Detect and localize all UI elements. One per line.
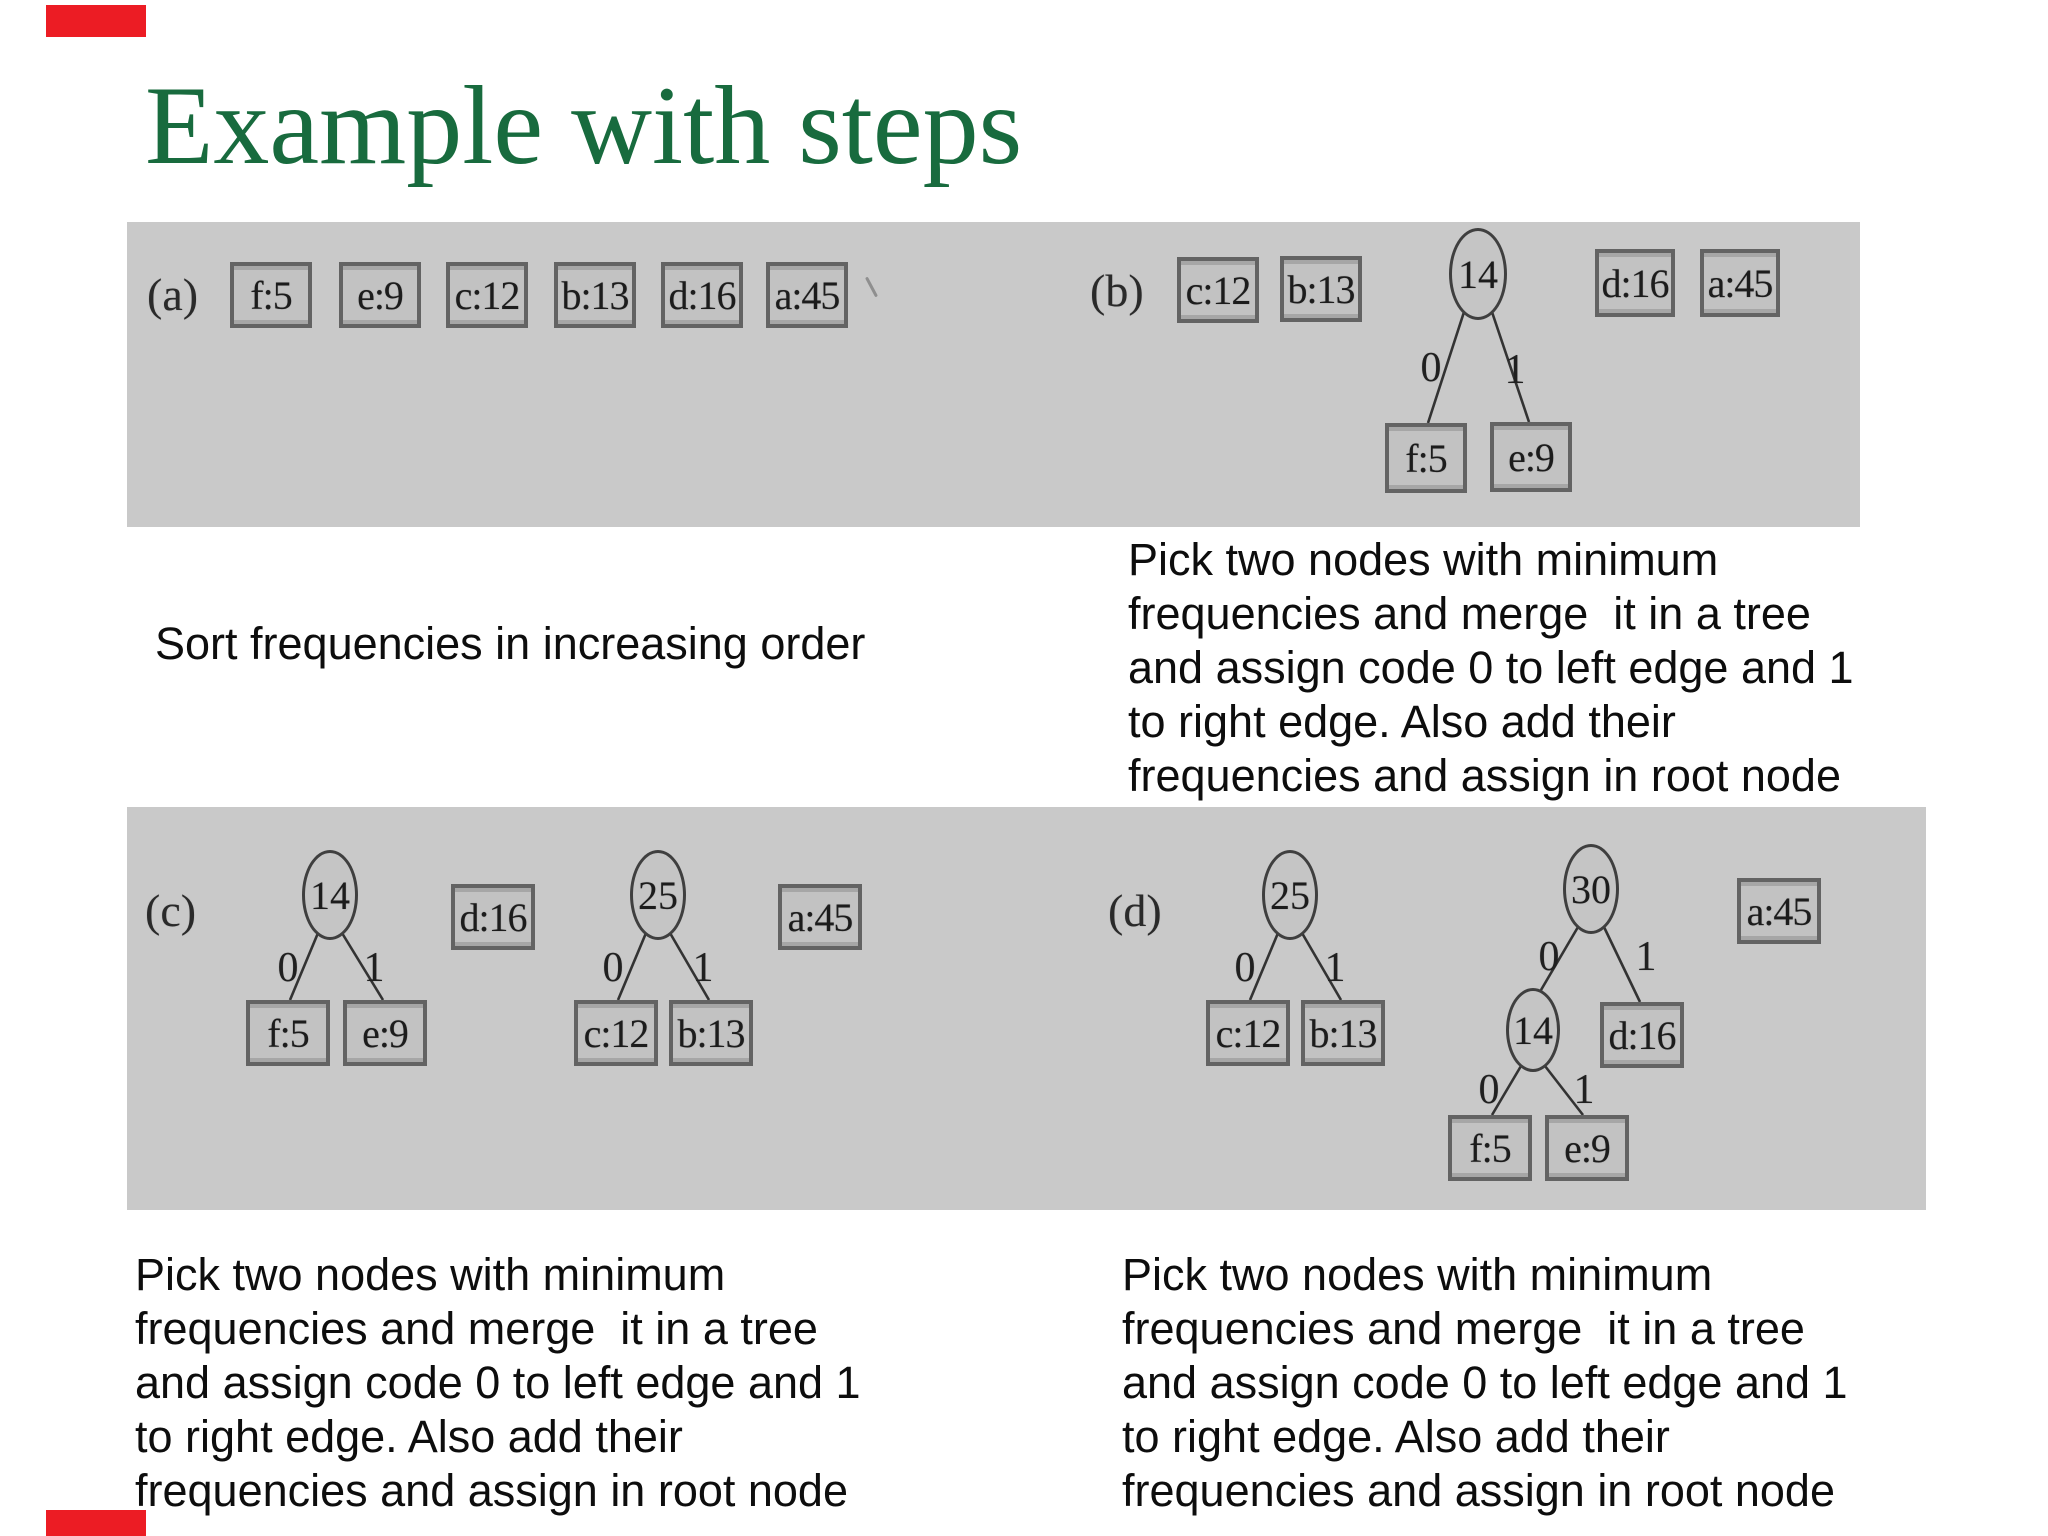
freq-node-b13: b:13 (554, 262, 636, 328)
freq-node-a45: a:45 (1700, 249, 1780, 317)
edge-code-1: 1 (1635, 934, 1657, 980)
freq-node-d16: d:16 (661, 262, 743, 328)
edge-code-1: 1 (1504, 347, 1526, 393)
tree-root-30: 30 (1563, 844, 1619, 934)
freq-node-e9: e:9 (343, 1000, 427, 1066)
edge-code-1: 1 (1573, 1067, 1595, 1113)
edge-code-0: 0 (1420, 345, 1442, 391)
freq-node-d16: d:16 (1595, 249, 1675, 317)
caption-pick-merge-bottom-left: Pick two nodes with minimum frequencies … (135, 1248, 945, 1518)
edge-code-0: 0 (1538, 934, 1560, 980)
section-label-d: (d) (1108, 885, 1162, 936)
caption-line: to right edge. Also add their (1128, 696, 1676, 747)
caption-line: frequencies and merge it in a tree (1128, 588, 1811, 639)
section-label-a: (a) (147, 269, 199, 320)
caption-line: to right edge. Also add their (1122, 1411, 1670, 1462)
caption-line: Pick two nodes with minimum (135, 1249, 726, 1300)
edge-code-1: 1 (363, 945, 385, 991)
freq-node-c12: c:12 (1206, 1000, 1290, 1066)
caption-line: frequencies and assign in root node (1128, 750, 1841, 801)
freq-node-f5: f:5 (1385, 423, 1467, 493)
caption-line: Pick two nodes with minimum (1128, 534, 1719, 585)
caption-line: to right edge. Also add their (135, 1411, 683, 1462)
tree-root-25: 25 (1262, 850, 1318, 940)
freq-node-c12: c:12 (574, 1000, 658, 1066)
freq-node-a45: a:45 (1737, 878, 1821, 944)
freq-node-f5: f:5 (1448, 1115, 1532, 1181)
tree-node-14: 14 (1506, 988, 1560, 1072)
freq-node-b13: b:13 (1301, 1000, 1385, 1066)
caption-line: and assign code 0 to left edge and 1 (135, 1357, 861, 1408)
edge-code-0: 0 (277, 945, 299, 991)
caption-line: Pick two nodes with minimum (1122, 1249, 1713, 1300)
caption-sort-frequencies: Sort frequencies in increasing order (155, 618, 866, 669)
caption-pick-merge-top: Pick two nodes with minimum frequencies … (1128, 533, 1938, 803)
freq-node-b13: b:13 (669, 1000, 753, 1066)
red-corner-bar-bottom (46, 1510, 146, 1536)
caption-pick-merge-bottom-right: Pick two nodes with minimum frequencies … (1122, 1248, 1932, 1518)
section-label-c: (c) (145, 885, 197, 936)
caption-line: and assign code 0 to left edge and 1 (1122, 1357, 1848, 1408)
edge-code-0: 0 (1478, 1067, 1500, 1113)
freq-node-d16: d:16 (451, 884, 535, 950)
caption-line: frequencies and merge it in a tree (135, 1303, 818, 1354)
tree-root-25: 25 (630, 850, 686, 940)
freq-node-a45: a:45 (778, 884, 862, 950)
edge-code-1: 1 (1324, 945, 1346, 991)
page-title: Example with steps (145, 64, 1023, 188)
freq-node-e9: e:9 (1545, 1115, 1629, 1181)
freq-node-d16: d:16 (1600, 1002, 1684, 1068)
freq-node-c12: c:12 (446, 262, 528, 328)
edge-code-1: 1 (692, 945, 714, 991)
caption-line: frequencies and merge it in a tree (1122, 1303, 1805, 1354)
freq-node-a45: a:45 (766, 262, 848, 328)
caption-line: frequencies and assign in root node (1122, 1465, 1835, 1516)
tree-root-14: 14 (302, 850, 358, 940)
red-corner-bar-top (46, 5, 146, 37)
caption-line: frequencies and assign in root node (135, 1465, 848, 1516)
tree-root-14: 14 (1449, 228, 1507, 320)
freq-node-e9: e:9 (339, 262, 421, 328)
edge-code-0: 0 (1234, 945, 1256, 991)
freq-node-e9: e:9 (1490, 422, 1572, 492)
edge-code-0: 0 (602, 945, 624, 991)
freq-node-b13: b:13 (1280, 256, 1362, 322)
freq-node-f5: f:5 (246, 1000, 330, 1066)
caption-line: and assign code 0 to left edge and 1 (1128, 642, 1854, 693)
freq-node-c12: c:12 (1177, 257, 1259, 323)
section-label-b: (b) (1090, 265, 1144, 316)
freq-node-f5: f:5 (230, 262, 312, 328)
